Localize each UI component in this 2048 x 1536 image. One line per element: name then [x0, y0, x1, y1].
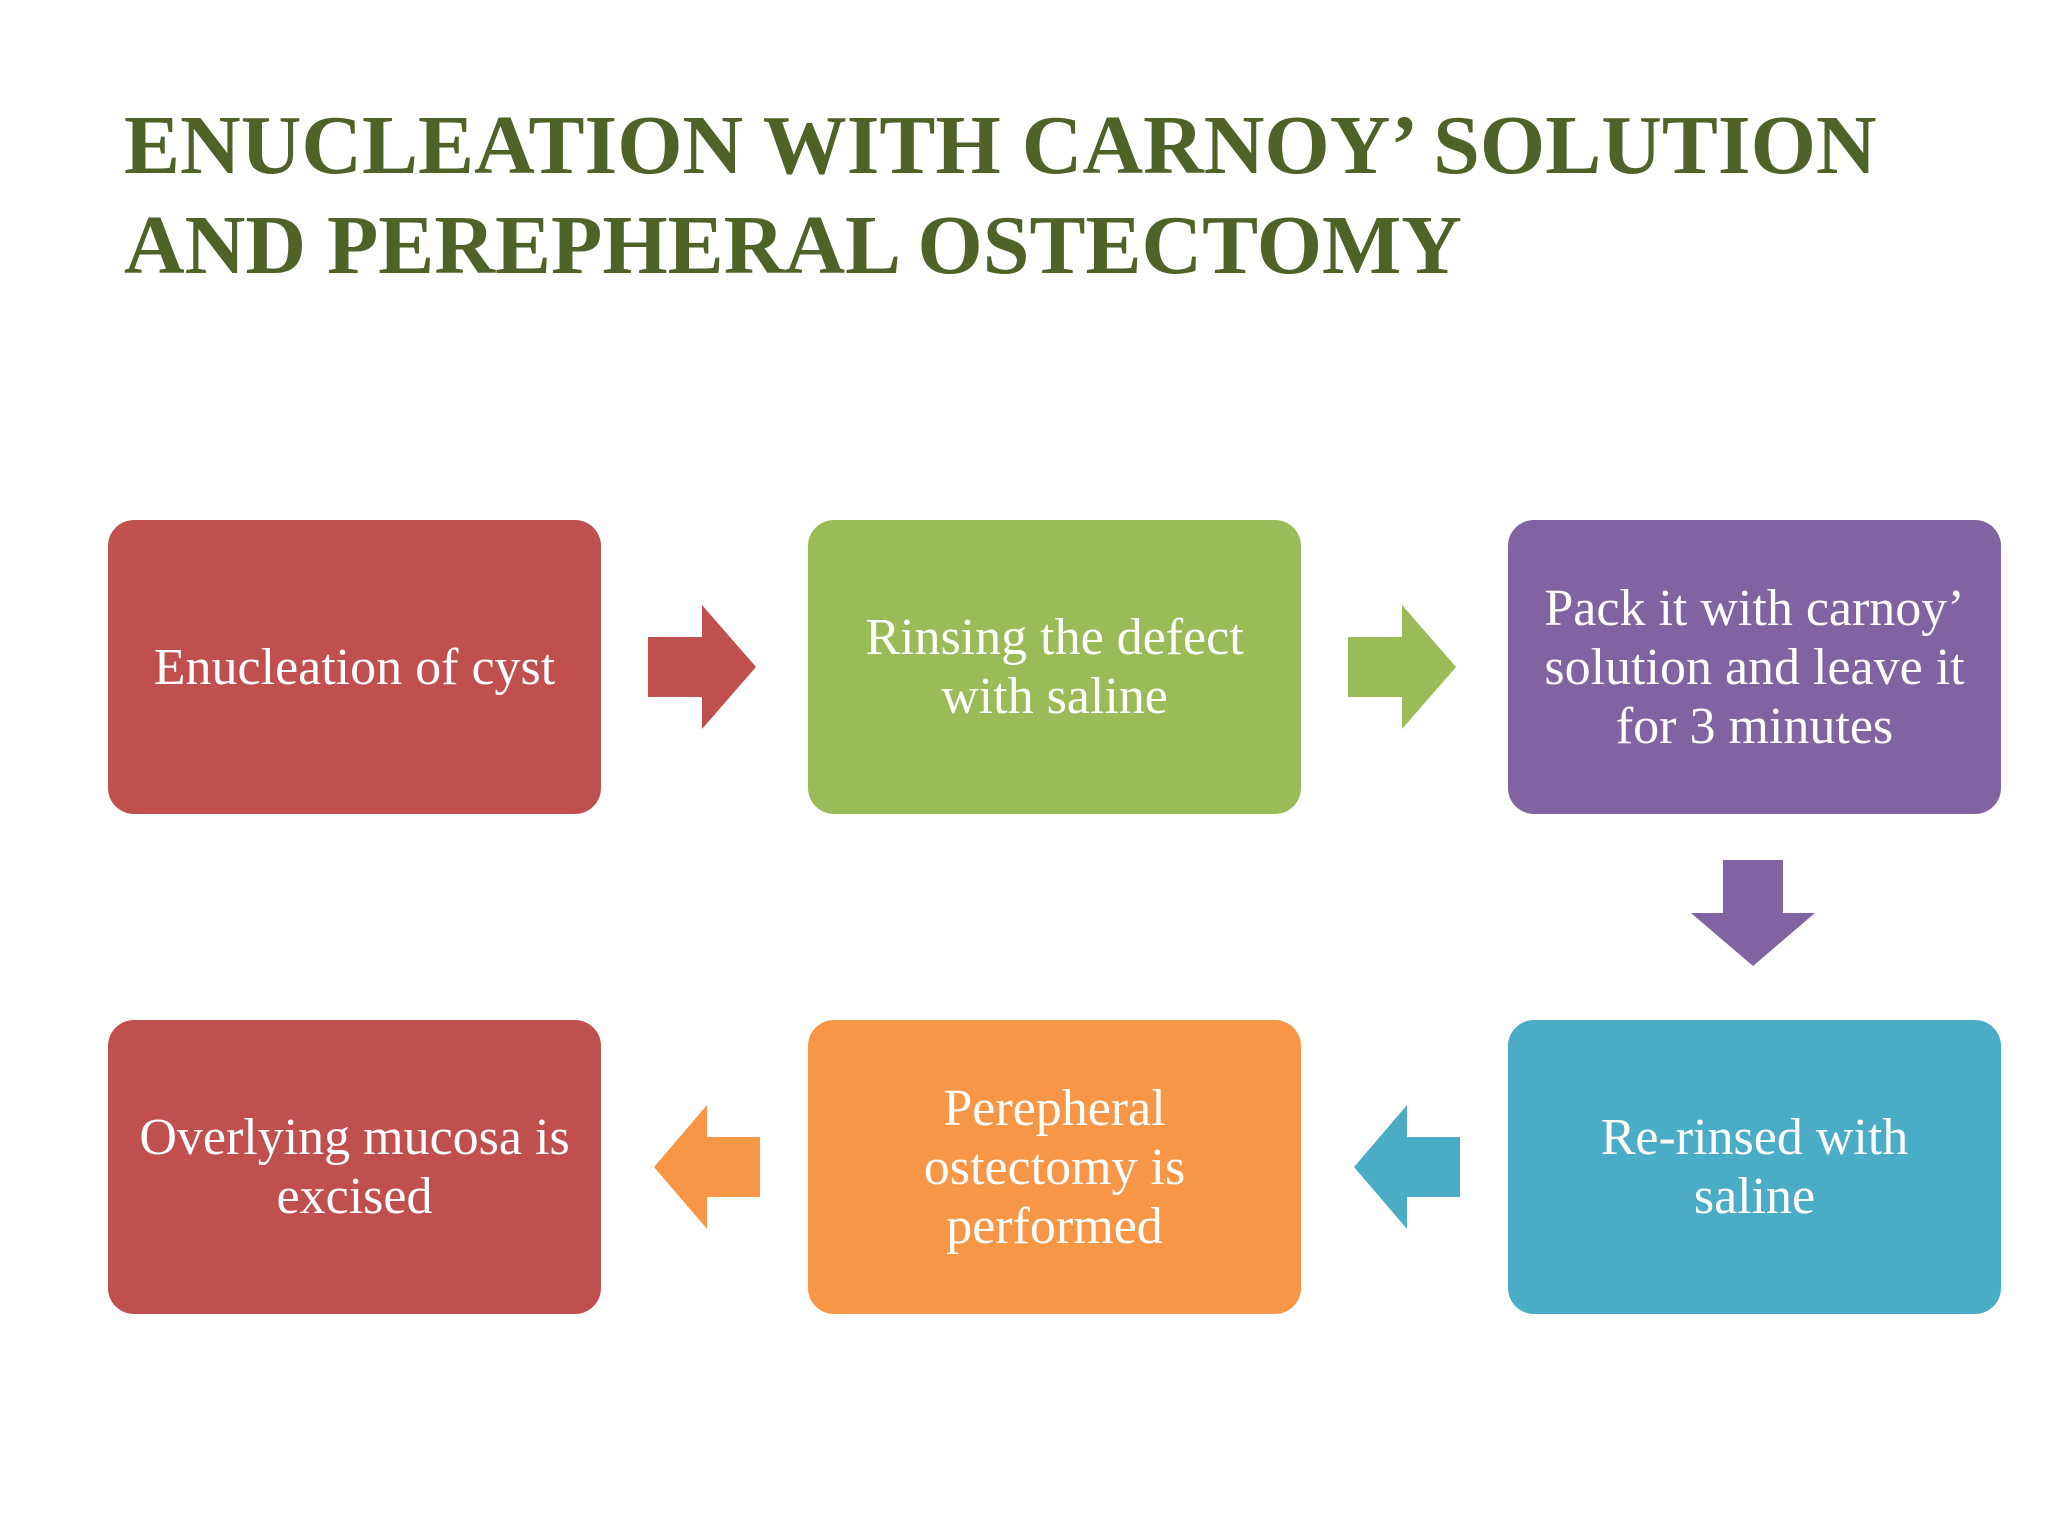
step-enucleation-label: Enucleation of cyst: [153, 638, 556, 696]
arrow-left-icon: [1354, 1105, 1460, 1229]
step-pack-carnoy-box: Pack it with carnoy’ solution and leave …: [1508, 520, 2001, 814]
step-overlying-mucosa-box: Overlying mucosa is excised: [108, 1020, 601, 1314]
arrow-right-shape: [1348, 605, 1456, 729]
slide-title-line-2: AND PEREPHERAL OSTECTOMY: [124, 199, 1462, 292]
step-rerinse-box: Re-rinsed with saline: [1508, 1020, 2001, 1314]
step-overlying-mucosa-label: Overlying mucosa is excised: [139, 1109, 570, 1225]
arrow-left-shape: [654, 1105, 760, 1229]
step-ostectomy-label: Perepheral ostectomy is performed: [923, 1079, 1186, 1255]
step-ostectomy-box: Perepheral ostectomy is performed: [808, 1020, 1301, 1314]
arrow-left-shape: [1354, 1105, 1460, 1229]
step-rinsing-label: Rinsing the defect with saline: [865, 609, 1244, 725]
arrow-down-shape: [1691, 860, 1815, 966]
step-rerinse-label: Re-rinsed with saline: [1600, 1109, 1909, 1225]
arrow-left-icon: [654, 1105, 760, 1229]
step-pack-carnoy-label: Pack it with carnoy’ solution and leave …: [1544, 579, 1965, 755]
arrow-right-shape: [648, 605, 756, 729]
arrow-right-icon: [1348, 605, 1456, 729]
slide-title: ENUCLEATION WITH CARNOY’ SOLUTION AND PE…: [124, 96, 1944, 296]
arrow-right-icon: [648, 605, 756, 729]
step-enucleation-box: Enucleation of cyst: [108, 520, 601, 814]
step-rinsing-box: Rinsing the defect with saline: [808, 520, 1301, 814]
arrow-down-icon: [1691, 860, 1815, 966]
slide-title-line-1: ENUCLEATION WITH CARNOY’ SOLUTION: [124, 99, 1877, 192]
